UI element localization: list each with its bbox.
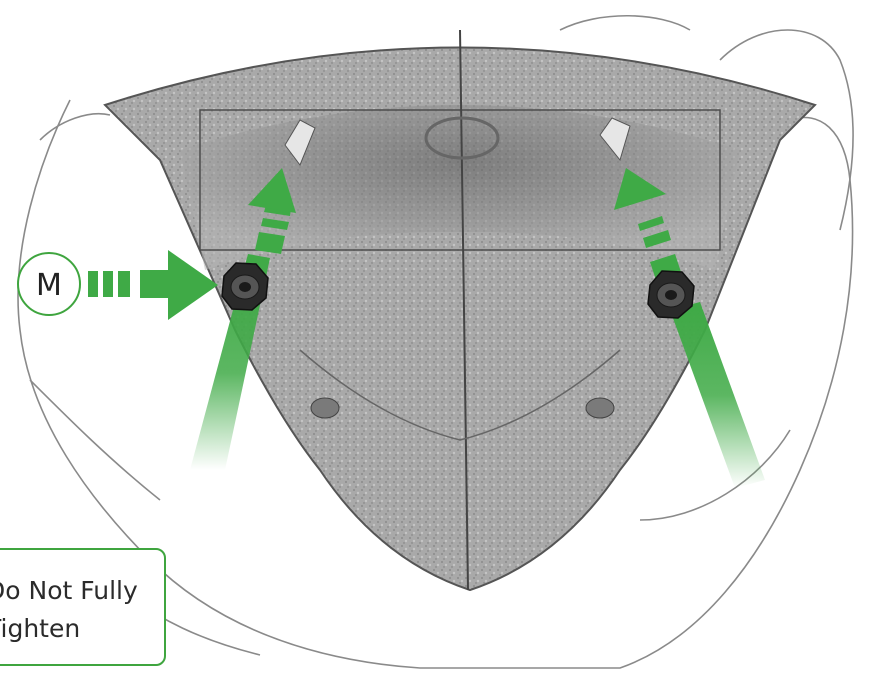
push-arrow-icon <box>88 250 218 320</box>
marker-label: M <box>36 268 62 303</box>
callout-line-1: Do Not Fully <box>0 576 138 605</box>
callout-box: Do Not Fully Tighten <box>0 548 166 666</box>
marker-m: M <box>18 253 80 315</box>
nut-icon <box>222 263 268 310</box>
callout-line-2: Tighten <box>0 614 80 643</box>
mounting-bracket <box>105 30 815 590</box>
